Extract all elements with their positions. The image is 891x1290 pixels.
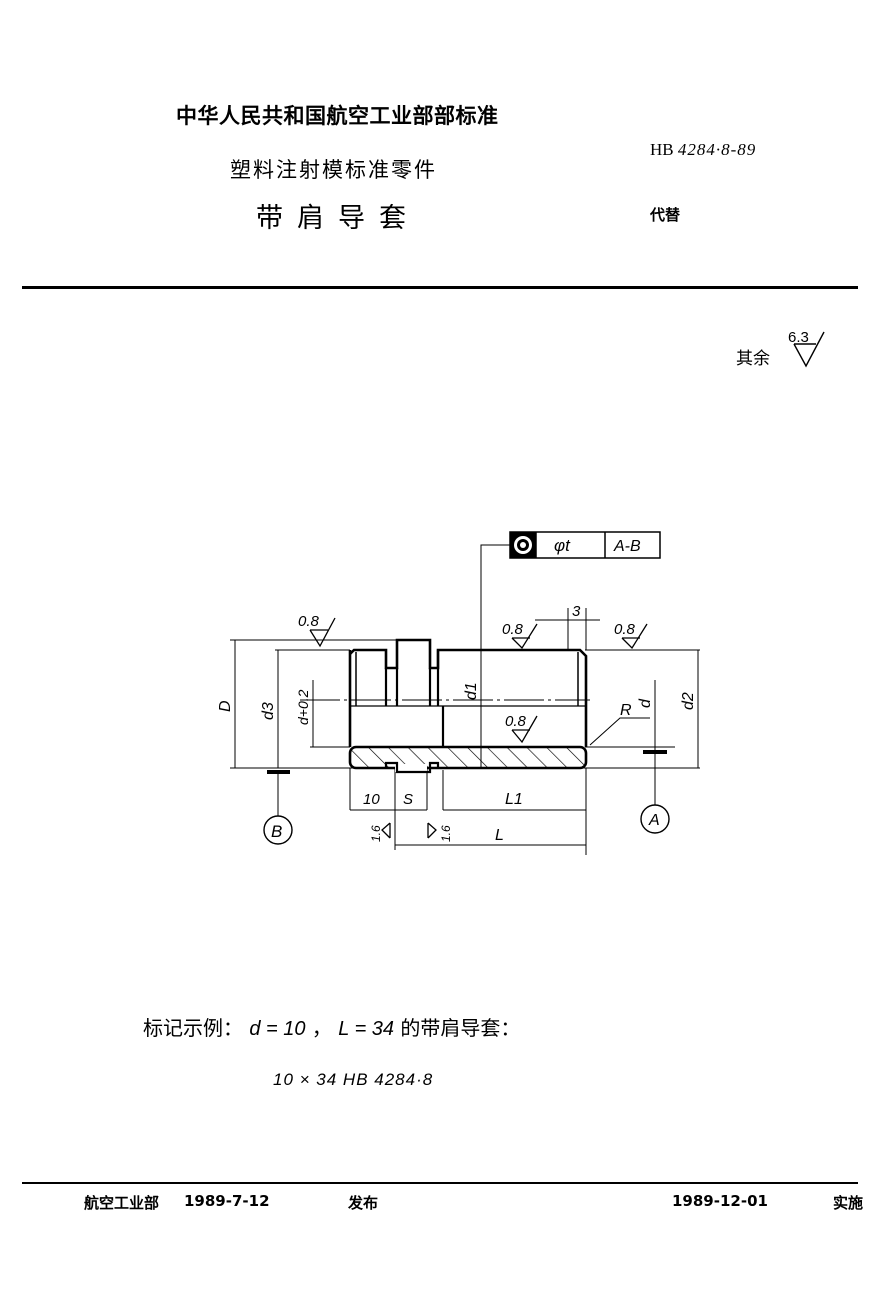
datum-b-label: B [271,822,282,841]
datum-a-marker: A [640,804,670,834]
marking-code: 10 × 34 HB 4284·8 [273,1070,434,1089]
tolerance-datum: A-B [613,538,641,555]
datum-a-label: A [648,812,660,829]
issuer: 航空工业部 [84,1194,160,1212]
tolerance-value: φt [554,536,571,555]
standard-number: HB 4284·8-89 [650,140,756,160]
example-label: 标记示例： [143,1016,243,1040]
marking-example: 标记示例： d = 10 ， L = 34 的带肩导套： [143,1012,520,1041]
dim-R: R [620,702,632,719]
roughness-value: 6.3 [788,329,809,346]
effective-label: 实施 [833,1194,864,1212]
roughness-face-right: 1.6 [439,825,453,842]
effective-date: 1989-12-01 [672,1192,768,1210]
example-condition-L: L = 34 [338,1018,395,1040]
roughness-face-left: 1.6 [369,825,383,842]
geometric-tolerance-frame: φt A-B [480,531,661,650]
example-suffix: 的带肩导套： [400,1016,521,1040]
example-separator: ， [311,1016,332,1040]
general-roughness-note: 其余 6.3 [736,322,836,372]
issue-date: 1989-7-12 [184,1192,270,1210]
footer-divider [22,1182,858,1184]
dim-D: D [217,700,234,712]
roughness-bore: 0.8 [505,713,527,730]
replaces-label: 代替 [650,206,681,224]
roughness-d3: 0.8 [298,613,320,630]
dim-d-tol: d+0.2 [295,689,311,725]
example-condition-d: d = 10 [249,1018,306,1040]
bushing-section [348,638,588,774]
dim-d: d [637,698,654,708]
document-subtitle: 塑料注射模标准零件 [230,158,437,182]
issue-label: 发布 [348,1194,379,1212]
document-title: 带肩导套 [256,203,420,234]
dim-shoulder: 10 [363,791,380,808]
roughness-symbol-icon: 6.3 [788,329,825,368]
roughness-d2: 0.8 [614,621,636,638]
standard-code: 4284·8-89 [677,140,757,159]
dim-L1: L1 [505,791,523,808]
datum-b-marker: B [263,815,293,845]
dim-d2: d2 [680,692,697,710]
issuing-organization: 中华人民共和国航空工业部部标准 [176,104,499,128]
dim-S: S [403,791,413,808]
dim-d3: d3 [260,702,277,720]
dim-chamfer: 3 [572,603,581,620]
technical-drawing: φt A-B [200,520,710,870]
standard-prefix: HB [650,140,674,159]
dim-d1: d1 [463,682,480,700]
header-divider [22,286,858,289]
roughness-d1: 0.8 [502,621,524,638]
roughness-marks [309,617,648,839]
guide-bushing-drawing: φt A-B [217,531,710,855]
dim-L: L [495,827,504,844]
roughness-remaining-label: 其余 [736,349,770,369]
